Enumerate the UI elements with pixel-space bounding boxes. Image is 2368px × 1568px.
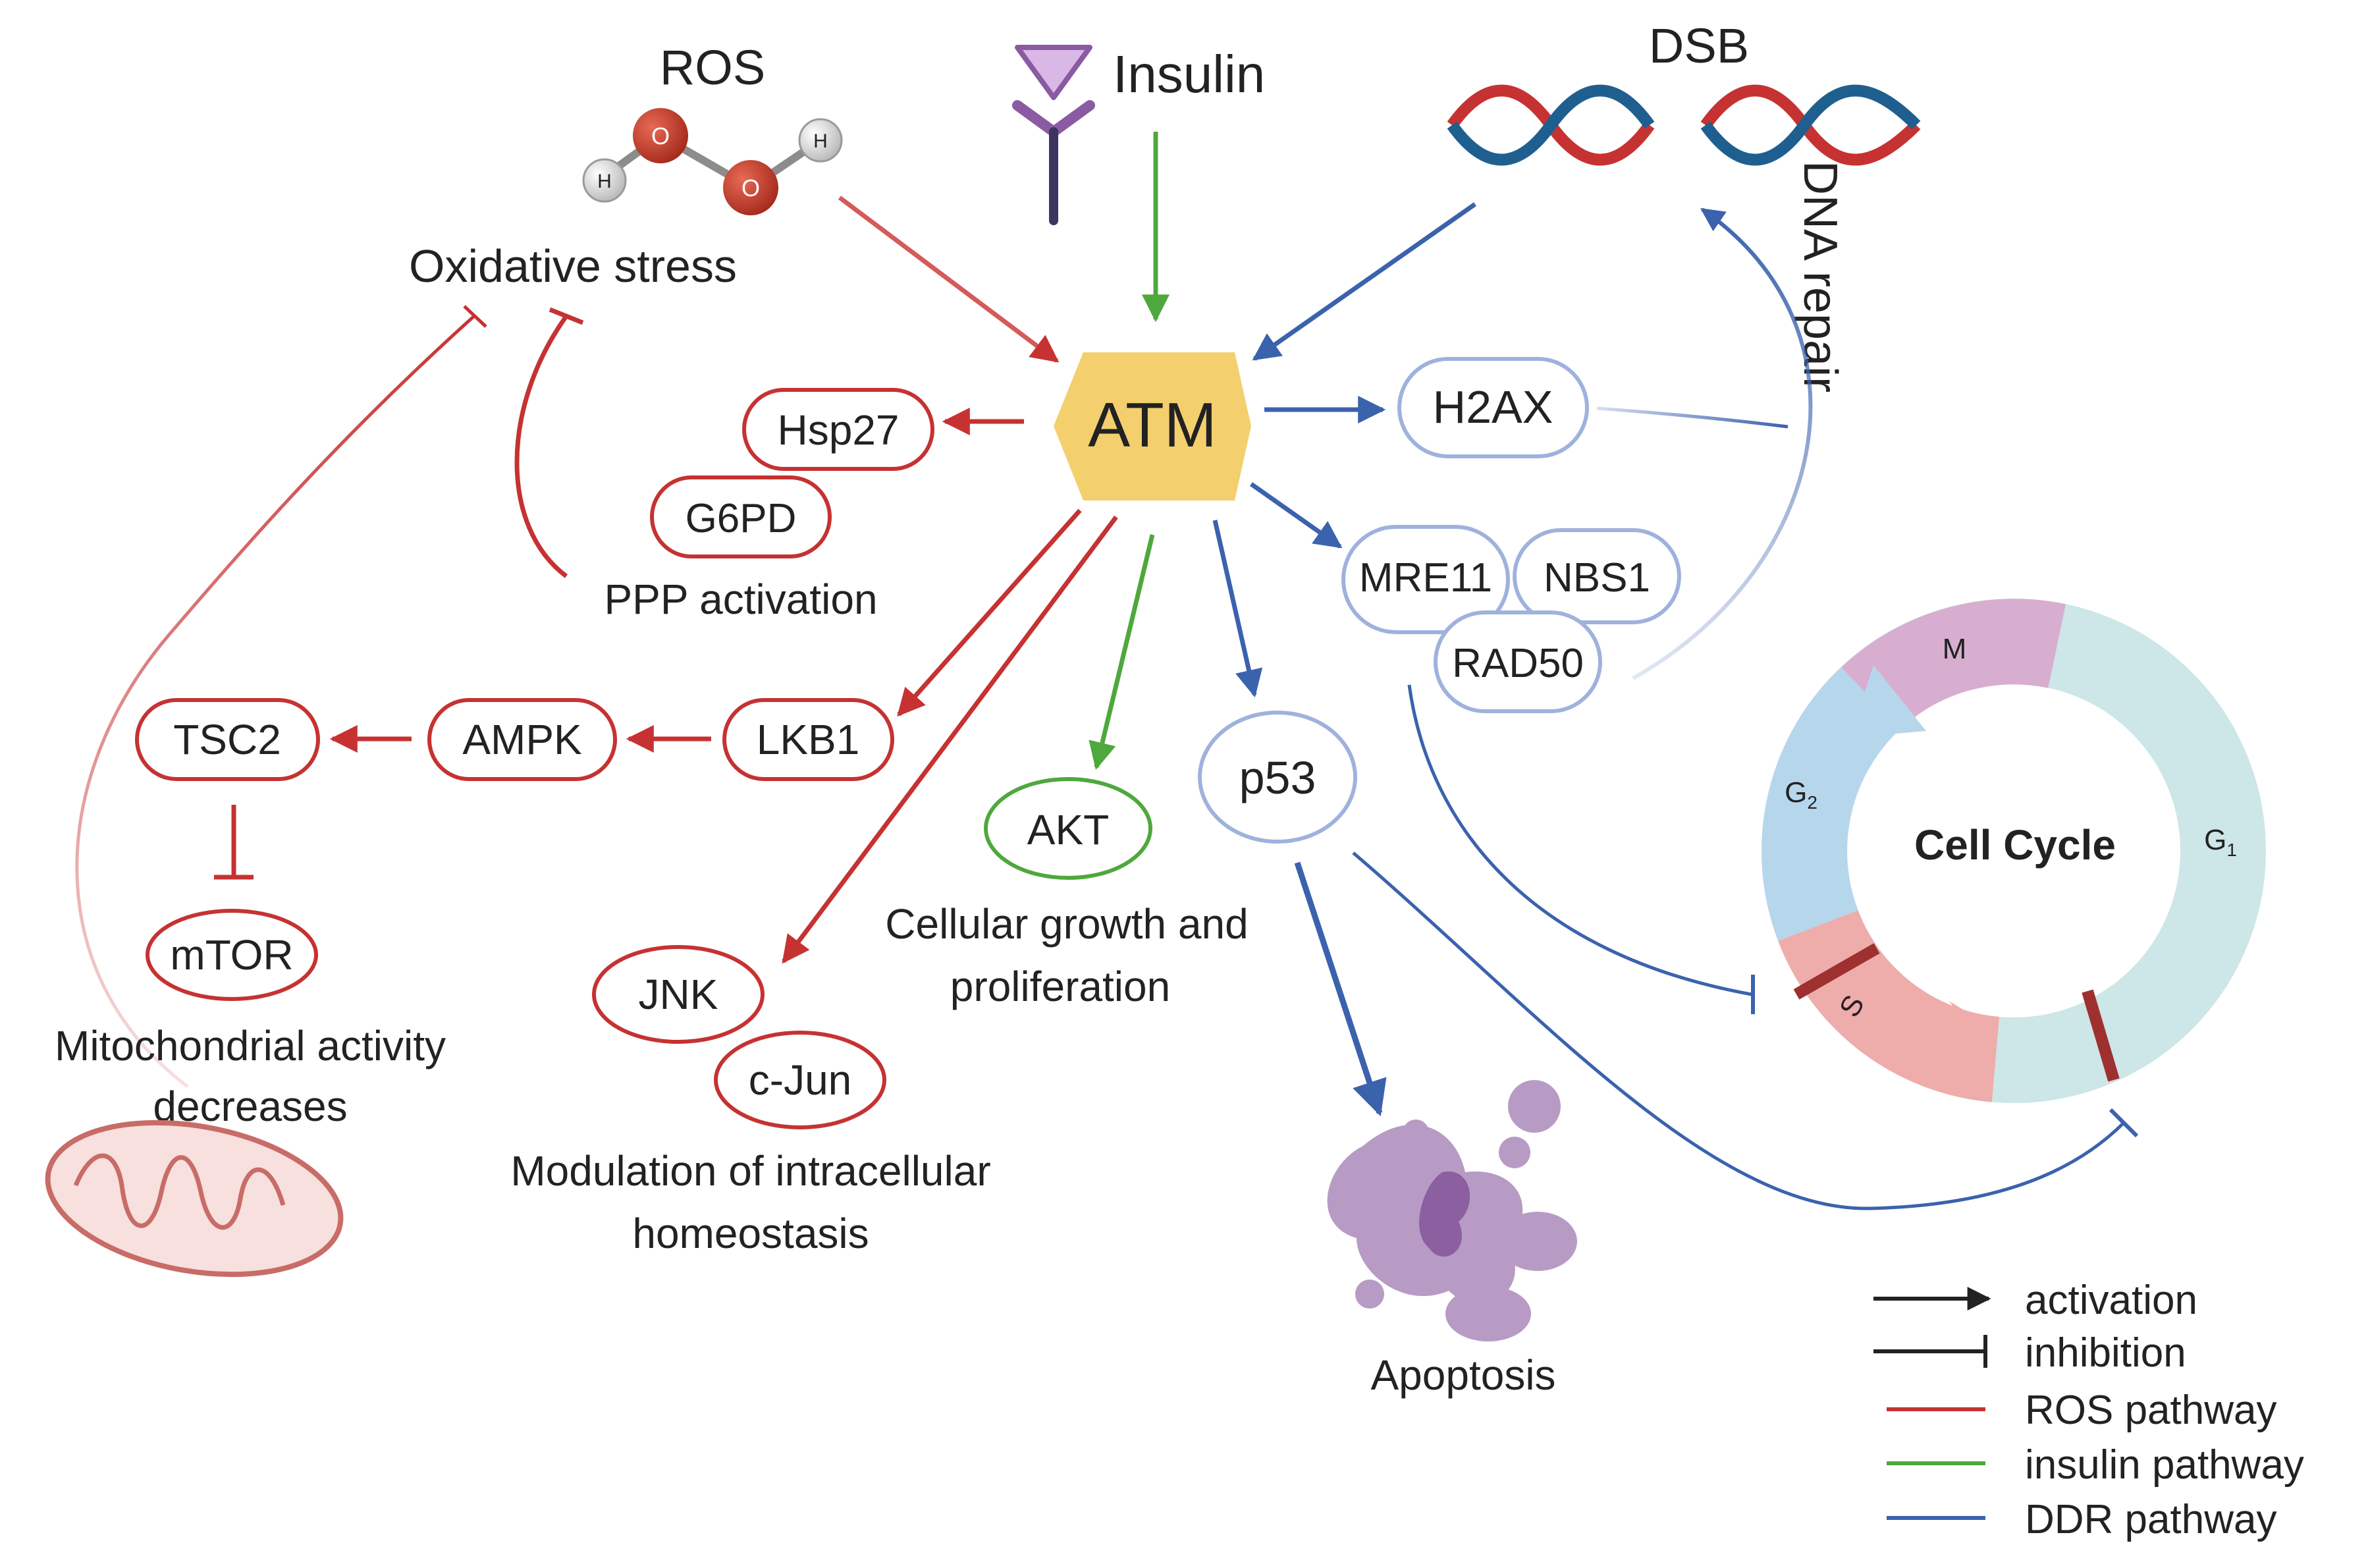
p53-label: p53	[1239, 752, 1316, 803]
oxidative-stress-label: Oxidative stress	[409, 240, 737, 292]
legend-activation-label: activation	[2025, 1278, 2197, 1323]
dna-helix-icon	[1447, 84, 1921, 166]
mtor-node	[146, 909, 318, 1001]
s-phase-checkpoint	[1793, 943, 1880, 1000]
cjun-node	[714, 1031, 886, 1129]
apoptosis-label: Apoptosis	[1370, 1351, 1555, 1399]
jnk-outcome-line2: homeostasis	[632, 1210, 869, 1257]
lkb1-label: LKB1	[757, 716, 860, 763]
legend-insulin-label: insulin pathway	[2025, 1442, 2304, 1488]
rad50-node	[1434, 610, 1602, 713]
p53-inhibits-g1	[1352, 852, 2125, 1210]
mre11-label: MRE11	[1359, 555, 1492, 601]
akt-outcome-line2: proliferation	[950, 963, 1170, 1010]
atm-to-p53-arrow	[1212, 520, 1263, 698]
mtor-label: mTOR	[170, 931, 293, 979]
ppp-activation-label: PPP activation	[604, 576, 877, 623]
g6pd-label: G6PD	[686, 496, 797, 541]
tsc2-label: TSC2	[173, 716, 281, 763]
h2ax-node	[1397, 357, 1589, 458]
ppp-inhibits-stress	[514, 314, 568, 578]
dna-repair-label: DNA repair	[1794, 161, 1846, 392]
ros-to-atm-arrow	[838, 196, 1060, 363]
nbs1-label: NBS1	[1544, 555, 1650, 601]
akt-label: AKT	[1027, 806, 1109, 853]
dsb-title: DSB	[1649, 18, 1749, 73]
legend-inhibition-label: inhibition	[2025, 1330, 2186, 1376]
mrn-to-dna-repair-arrow	[1632, 207, 1813, 680]
h2ax-label: H2AX	[1433, 381, 1553, 433]
ros-title: ROS	[660, 40, 765, 95]
atom-o-right: O	[741, 175, 760, 202]
p53-to-apoptosis-arrow	[1294, 861, 1387, 1117]
cjun-label: c-Jun	[749, 1056, 852, 1104]
tsc2-node	[135, 698, 320, 781]
mito-activity-label-line1: Mitochondrial activity	[55, 1022, 446, 1069]
p53-node	[1198, 711, 1357, 844]
legend-ros-label: ROS pathway	[2025, 1388, 2277, 1433]
mitochondrion-icon	[45, 1120, 344, 1278]
cell-cycle-ring	[1762, 599, 2266, 1103]
phase-g1-label: G1	[2204, 824, 2237, 860]
atm-to-akt-arrow	[1089, 534, 1155, 770]
atm-label: ATM	[1088, 390, 1217, 460]
apoptotic-cell-icon	[1327, 1080, 1577, 1341]
g6pd-node	[650, 475, 832, 558]
phase-m-label: M	[1943, 633, 1967, 665]
jnk-outcome-line1: Modulation of intracellular	[510, 1147, 990, 1195]
jnk-node	[592, 945, 765, 1044]
phase-g2-label: G2	[1785, 776, 1817, 813]
dsb-to-atm-arrow	[1252, 202, 1477, 361]
legend-ddr-label: DDR pathway	[2025, 1497, 2276, 1542]
ros-molecule-icon: H O O H	[582, 108, 843, 215]
jnk-label: JNK	[639, 971, 718, 1018]
rad50-label: RAD50	[1452, 641, 1584, 686]
cell-cycle-title: Cell Cycle	[1914, 821, 2116, 869]
atom-o-left: O	[651, 122, 670, 149]
atom-h-left: H	[597, 171, 612, 192]
mito-inhibits-stress	[75, 315, 475, 1088]
akt-outcome-line1: Cellular growth and	[885, 900, 1248, 948]
insulin-title: Insulin	[1113, 45, 1265, 103]
ampk-node	[427, 698, 617, 781]
nbs1-node	[1513, 528, 1681, 624]
mre11-node	[1341, 525, 1510, 634]
atom-h-right: H	[813, 130, 828, 152]
atm-to-mre11-arrow	[1249, 482, 1343, 549]
atm-node	[1054, 352, 1251, 500]
akt-node	[984, 777, 1152, 880]
hsp27-node	[742, 388, 934, 471]
atm-to-lkb1-arrow	[897, 508, 1082, 717]
lkb1-node	[722, 698, 894, 781]
mrn-inhibits-s-phase	[1407, 684, 1752, 996]
h2ax-to-repair-line	[1596, 406, 1789, 429]
insulin-receptor-icon	[1012, 45, 1095, 225]
g1-checkpoint	[2082, 989, 2120, 1082]
hsp27-label: Hsp27	[778, 406, 900, 454]
ampk-label: AMPK	[462, 716, 581, 763]
legend: activation inhibition ROS pathway insuli…	[1873, 1278, 2304, 1542]
atm-to-jnk-arrow	[782, 515, 1118, 964]
